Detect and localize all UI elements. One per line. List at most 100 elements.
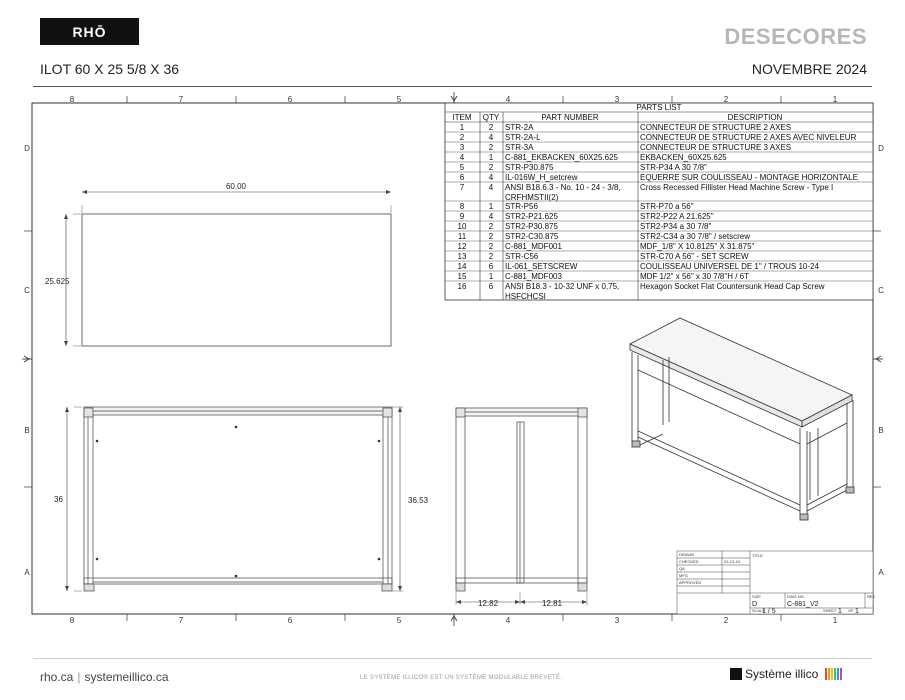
tb-approved-label: APPROVED [679, 580, 701, 585]
parts-item-number: 11 [458, 232, 467, 241]
rho-logo: RHŌ [40, 18, 139, 45]
parts-quantity: 6 [489, 282, 494, 291]
parts-part-number: STR2-C30.875 [505, 232, 559, 241]
parts-part-number: STR-3A [505, 143, 534, 152]
parts-item-number: 4 [460, 153, 465, 162]
parts-description: CONNECTEUR DE STRUCTURE 3 AXES [640, 143, 791, 152]
grid-right-c: C [878, 286, 884, 295]
parts-item-number: 15 [458, 272, 467, 281]
parts-description: STR2-C34 a 30 7/8" / setscrew [640, 232, 750, 241]
grid-bottom-1: 1 [833, 616, 838, 625]
parts-part-number: STR-P30.875 [505, 163, 554, 172]
parts-item-number: 3 [460, 143, 465, 152]
tb-dwg-number: C-881_V2 [787, 601, 819, 608]
grid-bottom-4: 4 [506, 616, 511, 625]
parts-part-number-cont: HSFCHCSI [505, 292, 546, 301]
parts-item-number: 16 [458, 282, 467, 291]
tb-rev-label: REV [867, 594, 876, 599]
dim-top-width: 60.00 [226, 182, 247, 191]
tb-qa-label: QA [679, 566, 685, 571]
parts-part-number: STR-2A-L [505, 133, 541, 142]
parts-part-number: C-881_MDF001 [505, 242, 562, 251]
parts-item-number: 14 [458, 262, 467, 271]
footer-divider [33, 658, 872, 659]
parts-quantity: 2 [489, 232, 494, 241]
footer-separator: | [77, 670, 81, 684]
footer-brand: Système illico [730, 667, 843, 681]
parts-quantity: 1 [489, 202, 494, 211]
document-date: NOVEMBRE 2024 [751, 61, 867, 77]
parts-item-number: 1 [460, 123, 465, 132]
parts-description: STR2-P34 a 30 7/8" [640, 222, 711, 231]
parts-part-number: IL-016W_H_setcrew [505, 173, 578, 182]
front-view [83, 406, 393, 592]
parts-part-number: STR2-P21.625 [505, 212, 558, 221]
grid-bottom-2: 2 [724, 616, 729, 625]
stripe [825, 668, 828, 680]
grid-left-c: C [24, 286, 30, 295]
dim-side-left: 12.82 [478, 599, 499, 608]
tb-title-label: TITLE [752, 553, 763, 558]
client-name: DESECORES [724, 24, 867, 49]
isometric-view [629, 317, 855, 521]
side-width-dimension: 12.82 12.81 [455, 592, 588, 608]
parts-list-table: PARTS LIST ITEM QTY PART NUMBER DESCRIPT… [444, 102, 874, 301]
stripe [828, 668, 831, 680]
parts-item-number: 6 [460, 173, 465, 182]
side-view [455, 407, 588, 592]
tb-size-label: SIZE [752, 594, 761, 599]
parts-description: STR-P70 a 56" [640, 202, 694, 211]
grid-bottom-6: 6 [288, 616, 293, 625]
grid-top-1: 1 [833, 95, 838, 104]
page-title: ILOT 60 X 25 5/8 X 36 [40, 61, 180, 77]
tb-of: 1 [855, 608, 859, 615]
footer-link-rho[interactable]: rho.ca [40, 670, 74, 684]
parts-quantity: 2 [489, 222, 494, 231]
parts-quantity: 1 [489, 153, 494, 162]
grid-top-5: 5 [397, 95, 402, 104]
front-view-screws [95, 425, 381, 578]
parts-quantity: 4 [489, 133, 494, 142]
parts-description: EQUERRE SUR COULISSEAU - MONTAGE HORIZON… [640, 173, 858, 182]
dim-side-height: 36.53 [408, 496, 429, 505]
parts-item-number: 2 [460, 133, 465, 142]
parts-part-number: STR-P56 [505, 202, 538, 211]
grid-left-a: A [24, 568, 30, 577]
tb-scale: 1 / 5 [762, 608, 776, 615]
grid-left-b: B [24, 426, 29, 435]
parts-description: MDF 1/2" x 56" x 30 7/8"H / 6T [640, 272, 749, 281]
stripe [840, 668, 843, 680]
centering-marks [22, 92, 883, 626]
tb-date: 02-12-24 [724, 559, 741, 564]
parts-part-number-cont: CRFHMSTII(2) [505, 193, 559, 202]
stripe [831, 668, 834, 680]
tb-sheet-label: SHEET [823, 608, 837, 613]
parts-item-number: 12 [458, 242, 467, 251]
parts-quantity: 6 [489, 262, 494, 271]
grid-right-a: A [878, 568, 884, 577]
parts-quantity: 2 [489, 252, 494, 261]
tb-sheet: 1 [838, 608, 842, 615]
parts-quantity: 1 [489, 272, 494, 281]
grid-right-b: B [878, 426, 883, 435]
parts-description: STR2-P22 A 21.625" [640, 212, 714, 221]
grid-top-4: 4 [506, 95, 511, 104]
parts-description: EKBACKEN_60X25.625 [640, 153, 727, 162]
parts-item-number: 8 [460, 202, 465, 211]
parts-part-number: STR-C56 [505, 252, 539, 261]
grid-bottom-3: 3 [615, 616, 620, 625]
footer-link-illico[interactable]: systemeillico.ca [84, 670, 169, 684]
header-item: ITEM [452, 113, 471, 122]
parts-quantity: 2 [489, 163, 494, 172]
footer-patent-notice: LE SYSTÈME ILLICO® EST UN SYSTÈME MODULA… [360, 675, 563, 681]
title-block [676, 550, 874, 615]
header-part-number: PART NUMBER [541, 113, 599, 122]
grid-left-d: D [24, 144, 30, 153]
parts-quantity: 2 [489, 123, 494, 132]
parts-list-title: PARTS LIST [636, 103, 681, 112]
grid-top-6: 6 [288, 95, 293, 104]
footer-websites: rho.ca|systemeillico.ca [40, 670, 169, 684]
dim-top-depth: 25.625 [45, 277, 70, 286]
tb-size: D [752, 601, 757, 608]
parts-description: MDF_1/8" X 10.8125" X 31.875" [640, 242, 755, 251]
